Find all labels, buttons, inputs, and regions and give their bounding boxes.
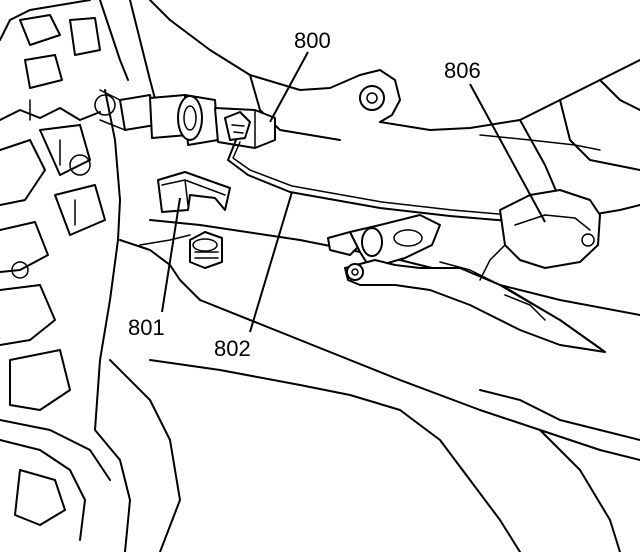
wire-harness-802 (227, 139, 546, 226)
retaining-clip-801 (157, 171, 231, 213)
callout-802: 802 (214, 336, 251, 361)
valve-body (0, 0, 159, 552)
switch-bracket (327, 214, 606, 353)
leader-lines (161, 51, 546, 333)
transmission-case (109, 0, 640, 552)
case-plug (189, 231, 223, 269)
callout-801: 801 (128, 315, 165, 340)
connector-assembly-800 (94, 89, 276, 149)
lever-806 (479, 189, 601, 281)
callout-800: 800 (294, 28, 331, 53)
callout-806: 806 (444, 58, 481, 83)
